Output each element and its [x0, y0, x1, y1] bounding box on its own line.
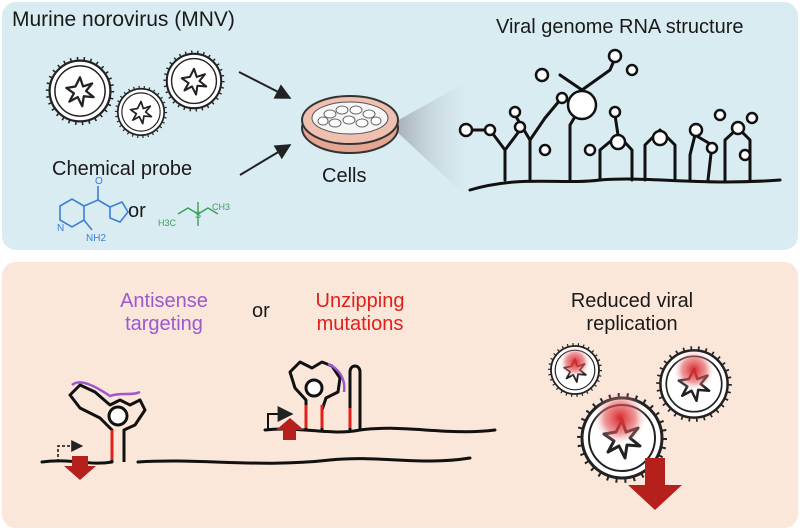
virus-label: Murine norovirus (MNV) — [12, 8, 235, 31]
virion-bottom-3 — [577, 392, 667, 483]
molecule2-h3c: H3C — [158, 218, 177, 228]
rna-structure-label: Viral genome RNA structure — [496, 16, 744, 38]
molecule-dimethyl-sulfate — [177, 202, 219, 226]
hairpin-middle — [288, 360, 342, 430]
antisense-label: Antisense targeting — [106, 290, 222, 336]
unzipping-line1: Unzipping — [315, 290, 405, 312]
antisense-line2: targeting — [125, 313, 203, 335]
rna-loops-top — [458, 48, 759, 162]
molecule-nicotinoyl-imidazole — [59, 186, 129, 231]
virion-bottom-1 — [548, 343, 602, 397]
start-arrow-dashed — [57, 440, 84, 462]
virion-top-3 — [163, 50, 225, 112]
up-arrow-middle — [276, 418, 304, 440]
virion-top-1 — [45, 56, 115, 126]
mutation-mark-middle — [304, 405, 324, 428]
or-label-top: or — [128, 200, 146, 222]
molecule2-ch3: CH3 — [212, 202, 230, 212]
probe-label: Chemical probe — [52, 158, 193, 180]
cells-label: Cells — [322, 165, 367, 187]
antisense-oligo-left — [71, 381, 141, 398]
or-label-bottom: or — [252, 300, 270, 322]
hairpin-small — [348, 364, 362, 430]
virion-top-2 — [114, 85, 168, 139]
reduced-line1: Reduced viral — [570, 290, 694, 312]
molecule1-n: N — [57, 223, 64, 234]
reduced-line2: replication — [586, 313, 678, 335]
molecule2-s: S — [195, 210, 201, 220]
reduced-replication-label: Reduced viral replication — [562, 290, 702, 336]
virion-bottom-2 — [656, 346, 732, 422]
molecule1-nh2: NH2 — [86, 233, 106, 244]
zoom-cone — [395, 80, 470, 200]
down-arrow-replication — [628, 458, 682, 510]
arrow-probe-to-cells — [239, 144, 292, 176]
unzipping-label: Unzipping mutations — [302, 290, 418, 336]
unzipping-line2: mutations — [316, 313, 404, 335]
antisense-oligo-middle — [327, 362, 346, 393]
hairpin-left — [68, 383, 147, 462]
petri-dish-icon — [301, 95, 399, 154]
molecule1-o: O — [95, 176, 103, 187]
rna-line-bottom — [40, 426, 497, 465]
down-arrow-left — [64, 456, 96, 480]
arrow-virus-to-cells — [238, 71, 292, 99]
antisense-line1: Antisense — [120, 290, 208, 312]
start-arrow-solid — [267, 406, 294, 430]
